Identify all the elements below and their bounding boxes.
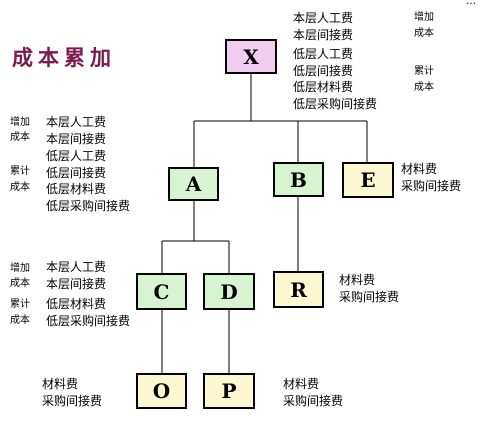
r-label-1: 材料费 (339, 273, 376, 287)
x-tag-4: 成本 (414, 82, 434, 93)
c-tag-1: 增加 (10, 263, 30, 274)
node-o: O (136, 373, 187, 409)
o-label-1: 材料费 (42, 377, 79, 391)
x-label-3: 低层人工费 (293, 47, 354, 61)
c-tag-4: 成本 (10, 315, 30, 326)
a-tag-1: 增加 (10, 117, 30, 128)
a-label-1: 本层人工费 (46, 115, 107, 129)
e-label-1: 材料费 (401, 162, 438, 176)
x-tag-2: 成本 (414, 28, 434, 39)
a-label-3: 低层人工费 (46, 149, 107, 163)
c-tag-3: 累计 (10, 299, 30, 310)
o-label-2: 采购间接费 (42, 393, 103, 408)
p-cost-list: 材料费 采购间接费 (283, 376, 343, 409)
x-label-6: 低层采购间接费 (293, 96, 378, 111)
p-label-1: 材料费 (283, 377, 320, 391)
o-cost-list: 材料费 采购间接费 (42, 376, 102, 409)
r-cost-list: 材料费 采购间接费 (339, 272, 399, 305)
x-label-1: 本层人工费 (293, 11, 354, 25)
node-p: P (203, 373, 255, 409)
node-e: E (342, 162, 394, 198)
page-title: 成本累加 (12, 45, 116, 70)
node-a: A (168, 167, 219, 201)
a-tag-4: 成本 (10, 182, 30, 193)
c-label-1: 本层人工费 (46, 260, 107, 274)
c-tag-2: 成本 (10, 278, 30, 289)
node-x: X (225, 39, 277, 74)
x-label-2: 本层间接费 (293, 27, 354, 42)
corner-mark: … (466, 0, 476, 7)
c-label-3: 低层材料费 (46, 297, 107, 311)
a-label-4: 低层间接费 (46, 165, 107, 180)
x-label-4: 低层间接费 (293, 63, 354, 78)
a-tag-3: 累计 (10, 166, 30, 177)
x-tag-3: 累计 (414, 66, 434, 77)
c-cost-list: 本层人工费 本层间接费 低层材料费 低层采购间接费 (46, 259, 130, 329)
node-b: B (273, 162, 324, 197)
x-tag-1: 增加 (414, 12, 434, 23)
c-label-2: 本层间接费 (46, 276, 107, 291)
node-r: R (273, 271, 324, 308)
c-label-4: 低层采购间接费 (46, 313, 131, 328)
node-d: D (203, 273, 255, 310)
x-label-5: 低层材料费 (293, 80, 354, 94)
e-label-2: 采购间接费 (401, 178, 462, 193)
a-label-2: 本层间接费 (46, 131, 107, 146)
node-c: C (136, 273, 187, 310)
e-cost-list: 材料费 采购间接费 (401, 161, 461, 194)
r-label-2: 采购间接费 (339, 289, 400, 304)
a-cost-list: 本层人工费 本层间接费 低层人工费 低层间接费 低层材料费 低层采购间接费 (46, 114, 130, 214)
a-label-6: 低层采购间接费 (46, 198, 131, 213)
a-label-5: 低层材料费 (46, 182, 107, 196)
p-label-2: 采购间接费 (283, 393, 344, 408)
a-tag-2: 成本 (10, 132, 30, 143)
x-cost-list: 本层人工费 本层间接费 低层人工费 低层间接费 低层材料费 低层采购间接费 (293, 10, 377, 112)
